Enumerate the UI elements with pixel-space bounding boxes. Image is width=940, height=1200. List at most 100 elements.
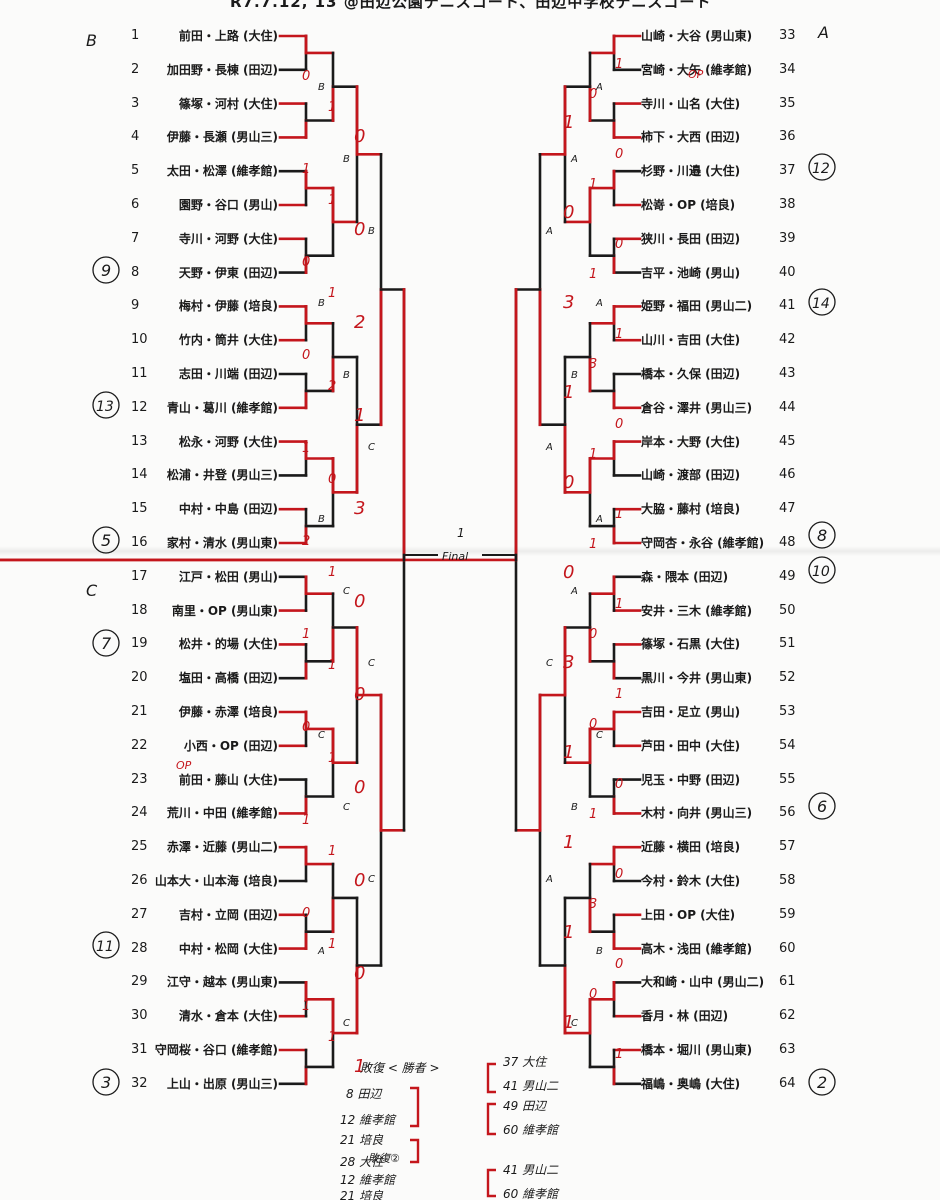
left-score-mark: 0 <box>354 219 365 240</box>
op-annotation: OP <box>688 68 704 81</box>
right-seed-number: 57 <box>779 839 796 855</box>
right-player-pair: 吉平・池崎 (男山) <box>641 265 741 280</box>
losers-left-entry: 8 田辺 <box>346 1087 383 1101</box>
left-player-pair: 篠塚・河村 (大住) <box>178 96 278 111</box>
right-seed-number: 58 <box>779 873 796 888</box>
left-score-mark: 1 <box>328 844 336 859</box>
left-seed-number: 20 <box>131 670 148 686</box>
right-seed-circle <box>808 153 836 181</box>
left-player-pair: 清水・倉本 (大住) <box>178 1009 278 1024</box>
right-seed-mark: 8 <box>817 526 827 545</box>
left-player-pair: 山本大・山本海 (培良) <box>154 874 278 888</box>
left-player-pair: 前田・藤山 (大住) <box>178 772 278 787</box>
left-player-pair: 園野・谷口 (男山) <box>178 198 278 212</box>
left-player-pair: 寺川・河野 (大住) <box>178 231 278 246</box>
right-seed-number: 48 <box>779 535 796 550</box>
right-round-letter: A <box>595 514 603 525</box>
left-player-pair: 天野・伊東 (田辺) <box>178 265 278 280</box>
right-seed-number: 52 <box>779 670 796 686</box>
left-score-mark: 2 <box>302 534 310 549</box>
right-score-mark: 0 <box>615 417 623 432</box>
right-round-letter: A <box>570 586 578 597</box>
losers-left-entry: 12 維孝館 <box>340 1113 397 1127</box>
right-seed-mark: A <box>817 23 829 42</box>
right-score-mark: 1 <box>589 447 597 462</box>
right-seed-number: 49 <box>779 568 796 584</box>
fold-crease <box>0 546 940 556</box>
left-seed-number: 7 <box>131 230 140 246</box>
right-round-letter: B <box>571 802 578 813</box>
right-round-letter: C <box>596 730 603 741</box>
left-score-mark: 0 <box>302 906 310 921</box>
left-seed-mark: 13 <box>96 399 114 415</box>
left-seed-number: 8 <box>131 264 140 280</box>
right-player-pair: 倉谷・澤井 (男山三) <box>641 400 753 415</box>
right-seed-number: 39 <box>779 230 796 246</box>
left-seed-number: 15 <box>131 501 148 517</box>
right-player-pair: 篠塚・石黒 (大住) <box>641 637 741 652</box>
right-player-pair: 黒川・今井 (男山東) <box>641 671 753 686</box>
left-player-pair: 松浦・井登 (男山三) <box>166 468 278 483</box>
left-seed-number: 4 <box>131 129 140 145</box>
page-title: R7.7.12, 13 @田辺公園テニスコート、田辺中学校テニスコート <box>230 0 712 11</box>
right-seed-number: 60 <box>779 940 796 956</box>
left-score-mark: 2 <box>328 379 336 394</box>
right-seed-number: 38 <box>779 197 796 212</box>
right-player-pair: 上田・OP (大住) <box>641 907 736 922</box>
left-round-letter: B <box>343 370 350 381</box>
right-score-mark: 1 <box>589 537 597 552</box>
right-round-letter: A <box>595 82 603 93</box>
right-player-pair: 守岡杏・永谷 (維孝館) <box>641 536 765 550</box>
right-player-pair: 山崎・大谷 (男山東) <box>641 29 753 43</box>
right-player-pair: 狭川・長田 (田辺) <box>641 231 741 246</box>
left-round-letter: C <box>368 442 375 453</box>
right-round-letter: A <box>545 226 553 237</box>
right-seed-number: 54 <box>779 737 796 753</box>
right-round-letter: A <box>570 154 578 165</box>
left-seed-circle <box>92 1068 120 1096</box>
op-annotation: OP <box>176 759 192 772</box>
left-round-letter: A <box>317 946 325 957</box>
left-seed-circle <box>92 256 120 284</box>
left-player-pair: 小西・OP (田辺) <box>183 738 278 753</box>
right-score-mark: 1 <box>563 382 574 403</box>
left-seed-number: 19 <box>131 636 148 652</box>
right-seed-number: 53 <box>779 704 796 719</box>
losers-left-bracket <box>410 1086 420 1164</box>
right-seed-number: 44 <box>779 399 796 415</box>
right-seed-mark: 10 <box>812 564 830 580</box>
right-player-pair: 児玉・中野 (田辺) <box>641 772 741 787</box>
right-score-mark: 3 <box>563 292 574 313</box>
left-player-pair: 太田・松澤 (維孝館) <box>166 164 278 179</box>
left-score-mark: 1 <box>302 813 310 828</box>
right-seed-mark: 6 <box>817 797 827 816</box>
right-score-mark: 0 <box>589 987 597 1002</box>
left-round-letter: B <box>368 226 375 237</box>
right-seed-mark: 14 <box>812 296 830 312</box>
left-seed-number: 5 <box>131 163 140 179</box>
right-score-mark: 0 <box>615 237 623 252</box>
left-seed-mark: B <box>86 31 97 50</box>
left-seed-number: 26 <box>131 873 148 888</box>
left-seed-number: 22 <box>131 737 148 753</box>
left-seed-number: 13 <box>131 433 148 449</box>
left-seed-circle <box>92 931 120 959</box>
right-player-pair: 杉野・川邉 (大住) <box>641 164 741 179</box>
left-score-mark: 1 <box>328 751 336 766</box>
left-score-mark: 0 <box>302 720 310 735</box>
left-player-pair: 上山・出原 (男山三) <box>166 1076 278 1091</box>
right-player-pair: 松嵜・OP (培良) <box>641 198 736 212</box>
left-seed-number: 3 <box>131 95 140 111</box>
left-player-pair: 松井・的場 (大住) <box>178 637 278 652</box>
left-seed-number: 14 <box>131 467 148 483</box>
right-player-pair: 近藤・横田 (培良) <box>641 840 741 855</box>
right-player-pair: 吉田・足立 (男山) <box>641 705 741 719</box>
right-player-pair: 橋本・堀川 (男山東) <box>641 1043 753 1057</box>
right-seed-mark: 12 <box>812 161 830 177</box>
right-score-mark: 1 <box>563 1012 574 1033</box>
left-player-pair: 守岡桜・谷口 (維孝館) <box>154 1043 278 1057</box>
left-seed-mark: C <box>86 581 98 600</box>
right-player-pair: 安井・三木 (維孝館) <box>641 603 753 618</box>
left-score-mark: 0 <box>302 255 310 270</box>
